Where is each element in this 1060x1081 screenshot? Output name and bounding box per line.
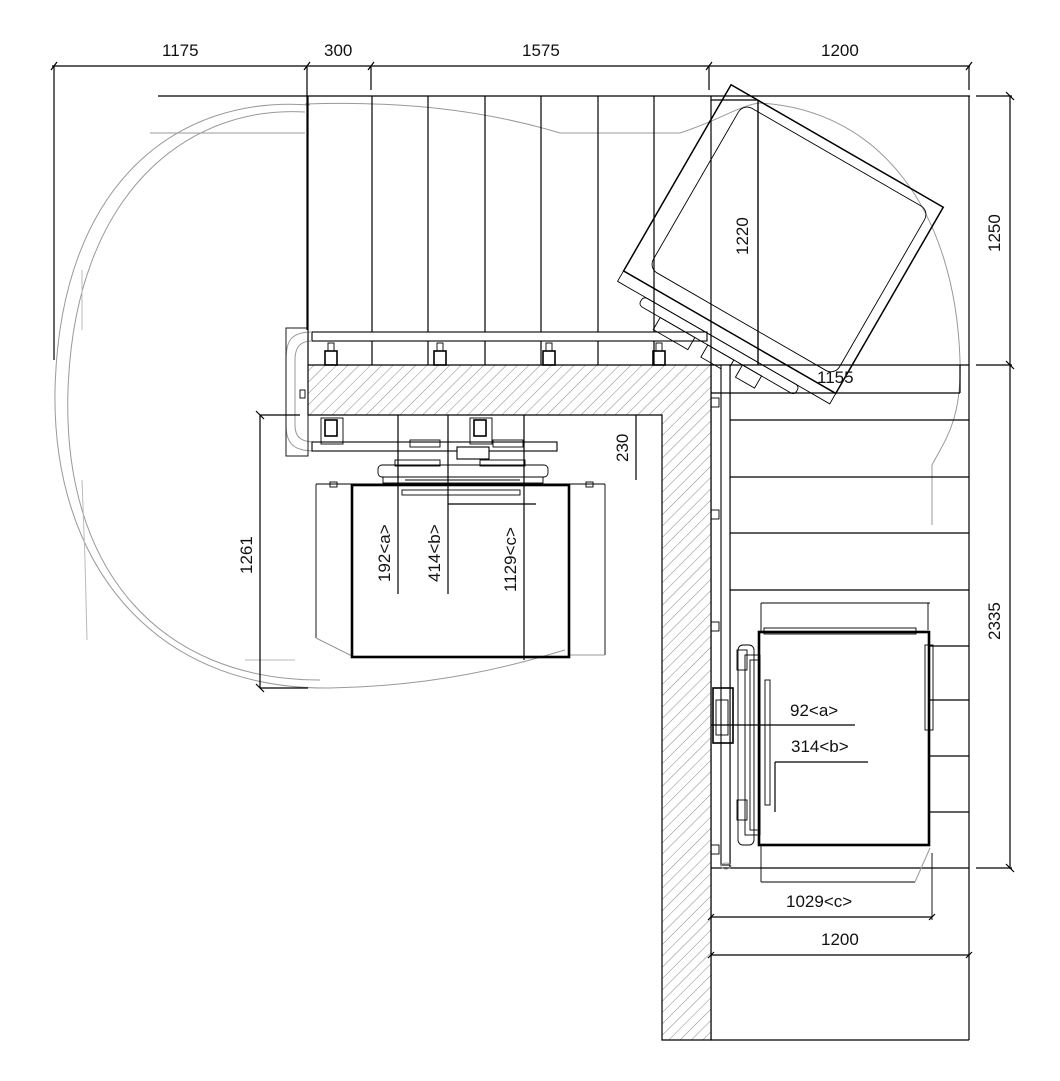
swing-envelope (54, 102, 961, 689)
dim-top-1175: 1175 (162, 41, 199, 60)
dim-chair-depth-1220: 1220 (733, 217, 752, 255)
dim-top-1575: 1575 (522, 41, 560, 60)
upper-flight-treads (158, 95, 970, 1040)
dim-right-c: 1029<c> (786, 892, 852, 911)
dim-top-1200: 1200 (821, 41, 859, 60)
dim-top-300: 300 (324, 41, 352, 60)
chair-lower-left (315, 459, 606, 659)
dim-lower-a: 192<a> (375, 524, 394, 582)
chair-upper-rotated (616, 83, 945, 405)
dimension-lines (50, 61, 1015, 959)
dim-bottom-1200: 1200 (821, 930, 859, 949)
dim-right-a: 92<a> (790, 701, 838, 720)
dim-left-height-1261: 1261 (237, 536, 256, 574)
rail-lower (710, 364, 734, 870)
rail-upper (285, 327, 708, 460)
dim-right-b: 314<b> (791, 737, 849, 756)
dim-wall-offset-230: 230 (613, 434, 632, 462)
chair-lower-right (736, 602, 934, 920)
dim-right-2335: 2335 (985, 602, 1004, 640)
dim-lower-c: 1129<c> (501, 527, 520, 592)
dim-right-1250: 1250 (985, 214, 1004, 252)
dim-lower-b: 414<b> (425, 524, 444, 582)
dim-swing-1155: 1155 (817, 368, 854, 387)
